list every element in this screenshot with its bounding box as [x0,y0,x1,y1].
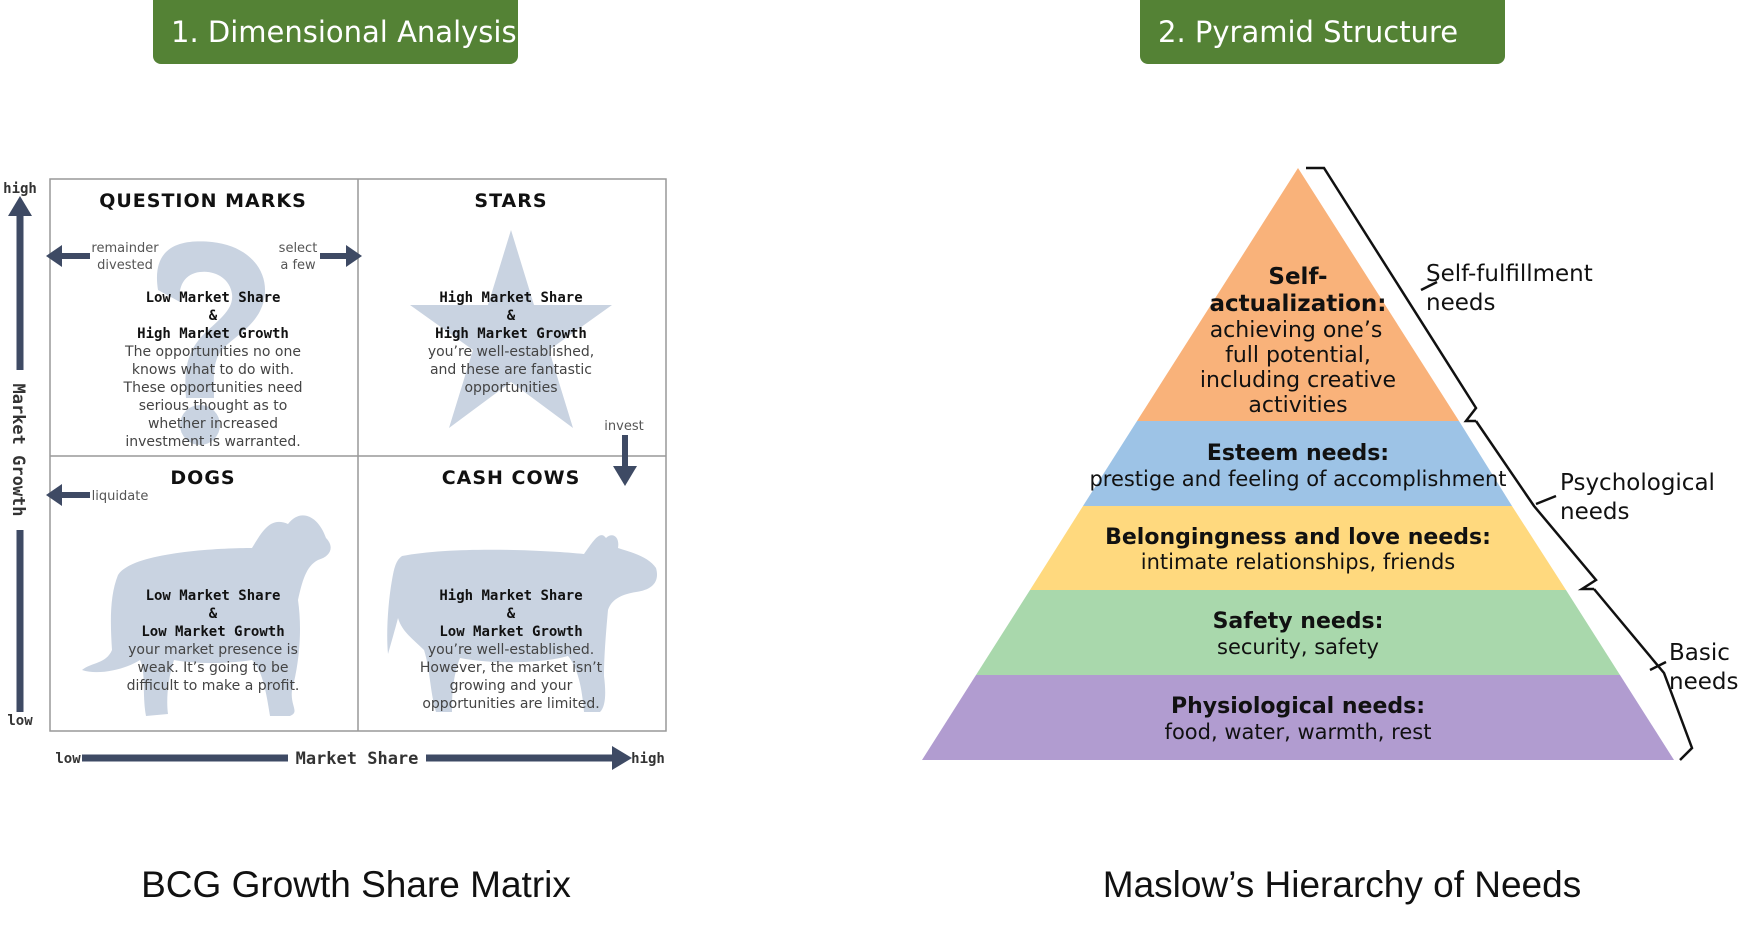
quadrant-question-marks: QUESTION MARKS Low Market Share & High M… [99,190,307,450]
quadrant-desc: and these are fantastic [430,362,592,378]
quadrant-stars: STARS High Market Share & High Market Gr… [428,190,594,396]
group-label-psychological: needs [1560,499,1629,525]
quadrant-cash-cows: CASH COWS High Market Share & Low Market… [420,467,603,712]
level-5-title: Physiological needs: [1171,694,1425,719]
y-axis-high: high [3,181,37,197]
level-belongingness [1030,506,1566,590]
bracket-self-fulfillment [1306,166,1478,423]
level-1-title: Self- [1268,264,1327,290]
quadrant-desc: weak. It’s going to be [137,660,288,676]
level-1-desc: full potential, [1225,343,1371,368]
quadrant-share: High Market Share [439,588,582,604]
divest-label-1: remainder [91,241,159,256]
quadrant-desc: your market presence is [128,642,298,658]
caption-bcg: BCG Growth Share Matrix [141,864,571,905]
quadrant-title: DOGS [170,467,235,489]
group-label-self-fulfillment: Self-fulfillment [1426,261,1593,287]
quadrant-amp: & [507,606,516,622]
level-self-actualization [1137,168,1459,421]
question-mark-icon [156,241,266,445]
select-label-2: a few [280,258,316,273]
quadrant-share: High Market Share [439,290,582,306]
quadrant-desc: opportunities [464,380,557,396]
tag-pyramid-structure: 2. Pyramid Structure [1140,0,1505,64]
quadrant-dogs: DOGS Low Market Share & Low Market Growt… [127,467,300,694]
tag-dimensional-analysis: 1. Dimensional Analysis [153,0,518,64]
y-axis: high low Market Growth [3,181,37,729]
dog-icon [82,515,331,716]
level-2-title: Esteem needs: [1207,441,1389,466]
quadrant-desc: serious thought as to [139,398,288,414]
caption-maslow: Maslow’s Hierarchy of Needs [1102,864,1582,905]
level-3-desc: intimate relationships, friends [1141,550,1455,574]
invest-label: invest [604,419,643,434]
quadrant-desc: you’re well-established. [428,642,594,658]
level-1-desc: achieving one’s [1210,318,1383,343]
level-1-desc: activities [1248,393,1347,418]
level-3-title: Belongingness and love needs: [1105,525,1491,550]
quadrant-desc: difficult to make a profit. [127,678,300,694]
arrow-liquidate: liquidate [46,484,148,506]
level-5-desc: food, water, warmth, rest [1165,720,1432,744]
maslow-pyramid: Self- actualization: achieving one’s ful… [922,166,1738,761]
quadrant-growth: High Market Growth [137,326,289,342]
quadrant-title: CASH COWS [442,467,581,489]
quadrant-desc: These opportunities need [123,380,303,396]
arrow-select: select a few [279,241,362,273]
quadrant-title: STARS [474,190,547,212]
quadrant-amp: & [507,308,516,324]
group-brackets [1306,166,1694,761]
x-axis: low Market Share high [55,746,665,770]
arrow-invest: invest [604,419,644,486]
quadrant-desc: knows what to do with. [132,362,294,378]
y-axis-label: Market Growth [8,383,28,516]
level-4-desc: security, safety [1217,635,1379,659]
quadrant-amp: & [209,308,218,324]
divest-label-2: divested [97,258,153,273]
level-1-title: actualization: [1210,291,1387,317]
quadrant-desc: The opportunities no one [124,344,301,360]
group-label-self-fulfillment: needs [1426,290,1495,316]
quadrant-amp: & [209,606,218,622]
level-4-title: Safety needs: [1213,609,1384,634]
quadrant-desc: opportunities are limited. [422,696,599,712]
level-physiological [922,675,1674,760]
quadrant-growth: High Market Growth [435,326,587,342]
level-safety [976,590,1620,675]
quadrant-desc: investment is warranted. [125,434,300,450]
liquidate-label: liquidate [92,489,149,504]
quadrant-title: QUESTION MARKS [99,190,307,212]
select-label-1: select [279,241,318,256]
group-label-basic: needs [1669,669,1738,695]
level-2-desc: prestige and feeling of accomplishment [1089,467,1506,491]
x-axis-low: low [55,751,81,767]
y-axis-low: low [7,713,33,729]
quadrant-growth: Low Market Growth [141,624,284,640]
bracket-psychological [1474,420,1598,591]
quadrant-desc: you’re well-established, [428,344,594,360]
arrow-divest: remainder divested [46,241,159,273]
quadrant-desc: growing and your [450,678,573,694]
quadrant-growth: Low Market Growth [439,624,582,640]
quadrant-desc: However, the market isn’t [420,660,603,676]
level-esteem [1083,421,1512,506]
bracket-basic [1593,588,1694,761]
quadrant-desc: whether increased [148,416,278,432]
cow-icon [387,535,658,712]
quadrant-share: Low Market Share [146,290,281,306]
x-axis-high: high [631,751,665,767]
quadrant-share: Low Market Share [146,588,281,604]
matrix-grid [49,178,667,732]
star-icon [410,230,612,428]
group-label-basic: Basic [1669,640,1730,666]
x-axis-label: Market Share [296,749,419,769]
group-label-psychological: Psychological [1560,470,1715,496]
level-1-desc: including creative [1200,368,1396,393]
bcg-matrix: high low Market Growth low Market Share … [3,178,667,770]
